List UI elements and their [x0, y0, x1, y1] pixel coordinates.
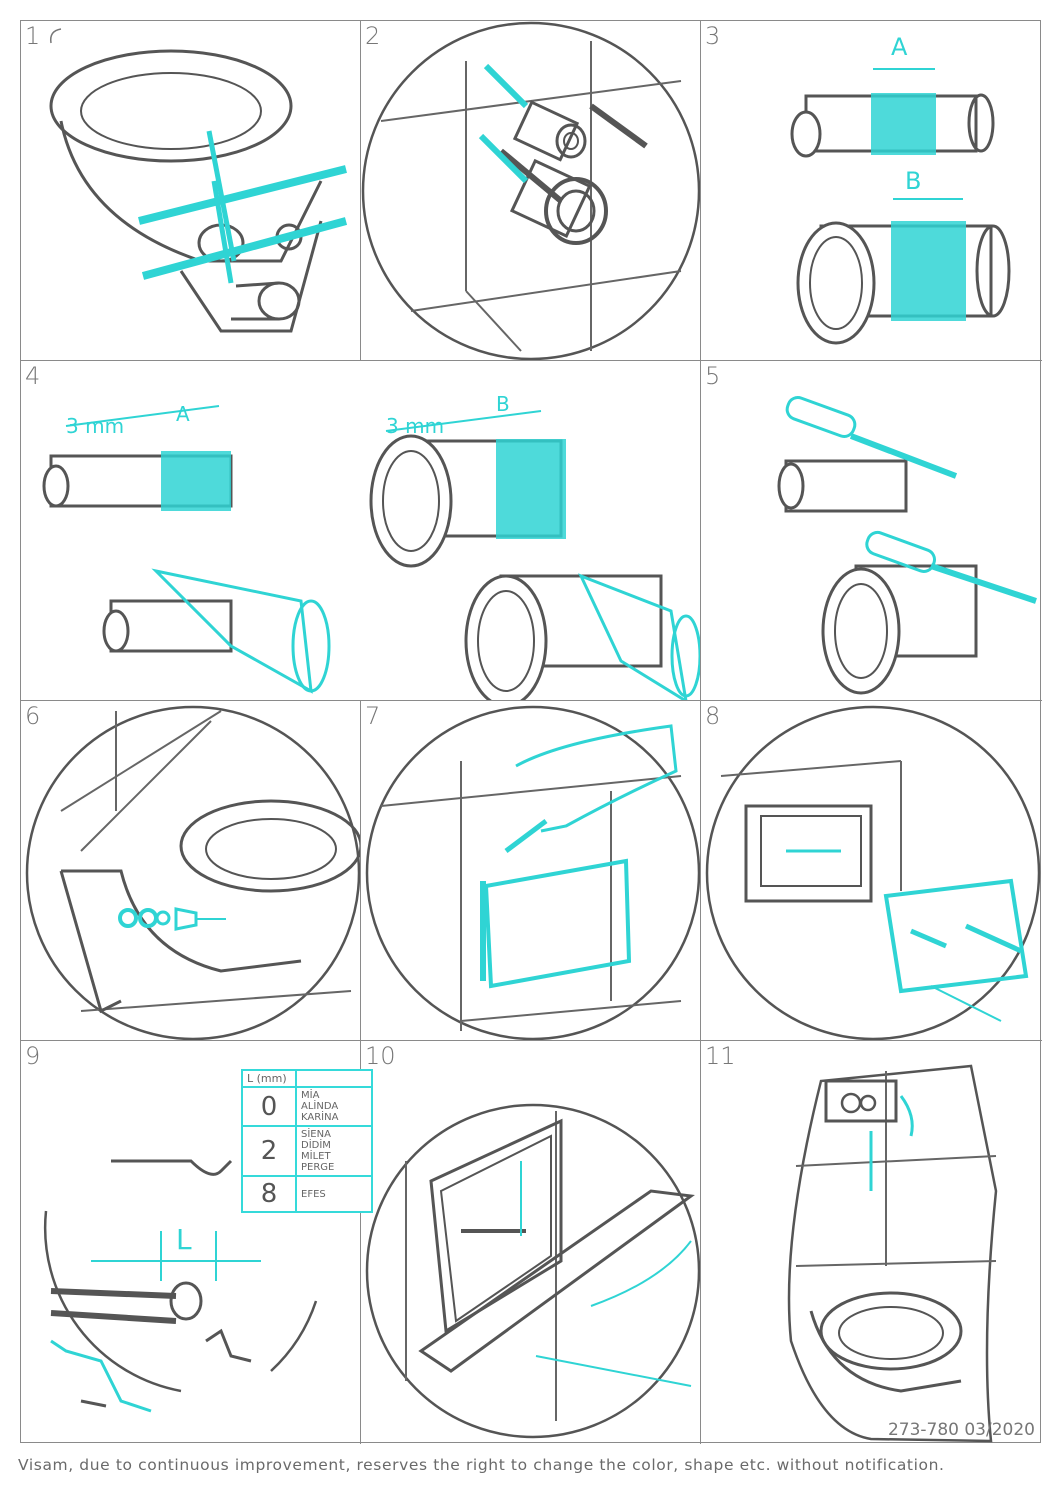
step-number: 10: [365, 1042, 396, 1070]
step-panel-5: 5: [701, 361, 1042, 701]
dimension-b-label: B: [905, 167, 921, 195]
step-panel-6: 6: [21, 701, 361, 1041]
step-number: 1: [25, 22, 41, 50]
document-code: 273-780 03/2020: [887, 1420, 1035, 1440]
pipe-cutting-illustration: 3 mm A 3 mm B: [42, 392, 700, 700]
step-number: 5: [705, 362, 721, 390]
step-number: 3: [705, 22, 721, 50]
offset-label-right: 3 mm: [386, 414, 444, 438]
length-value: 2: [241, 1125, 297, 1177]
length-value: 8: [241, 1175, 297, 1213]
length-column-header: L (mm): [241, 1069, 297, 1088]
instruction-sheet: 1 2: [20, 20, 1042, 1444]
step-number: 8: [705, 702, 721, 730]
step-panel-3: 3 A B: [701, 21, 1042, 361]
table-row: 8 EFES: [241, 1175, 373, 1213]
step-panel-10: 10: [361, 1041, 701, 1444]
length-l-label: L: [176, 1223, 192, 1256]
toilet-measurement-illustration: [49, 28, 348, 333]
table-header-row: L (mm): [241, 1069, 373, 1088]
length-table: L (mm) 0 MİA ALİNDA KARİNA 2 SİENA DİDİM…: [241, 1069, 373, 1213]
step-panel-8: 8: [701, 701, 1042, 1041]
dimension-a-label: A: [891, 33, 908, 61]
deburring-illustration: [777, 396, 1037, 695]
step-number: 2: [365, 22, 381, 50]
bowl-fitting-illustration: [25, 705, 360, 1040]
step-number: 11: [705, 1042, 736, 1070]
step-number: 4: [25, 362, 41, 390]
model-names: EFES: [295, 1175, 373, 1213]
finished-installation-illustration: [787, 1064, 998, 1443]
tile-cutout-illustration: [365, 705, 700, 1040]
table-row: 2 SİENA DİDİM MİLET PERGE: [241, 1125, 373, 1177]
step-panel-9: 9 L: [21, 1041, 361, 1444]
step-number: 9: [25, 1042, 41, 1070]
table-row: 0 MİA ALİNDA KARİNA: [241, 1086, 373, 1127]
offset-label-left: 3 mm: [66, 414, 124, 438]
step-panel-1: 1: [21, 21, 361, 361]
step-panel-7: 7: [361, 701, 701, 1041]
step-number: 6: [25, 702, 41, 730]
dimension-b-label-right: B: [496, 392, 510, 416]
length-gauge-illustration: L: [43, 1159, 318, 1413]
length-value: 0: [241, 1086, 297, 1127]
wall-pipes-illustration: [361, 21, 700, 360]
model-names: MİA ALİNDA KARİNA: [295, 1086, 373, 1127]
step-panel-4: 4 3 mm A 3 mm B: [21, 361, 701, 701]
step-number: 7: [365, 702, 381, 730]
models-column-header: [295, 1069, 373, 1088]
pipe-length-illustration: A B: [790, 33, 1011, 345]
step-panel-11: 11: [701, 1041, 1042, 1444]
step-panel-2: 2: [361, 21, 701, 361]
footer-disclaimer: Visam, due to continuous improvement, re…: [18, 1456, 945, 1474]
model-names: SİENA DİDİM MİLET PERGE: [295, 1125, 373, 1177]
plate-mounting-illustration: [705, 705, 1041, 1040]
plate-attach-illustration: [365, 1103, 700, 1439]
dimension-a-label-left: A: [176, 402, 190, 426]
